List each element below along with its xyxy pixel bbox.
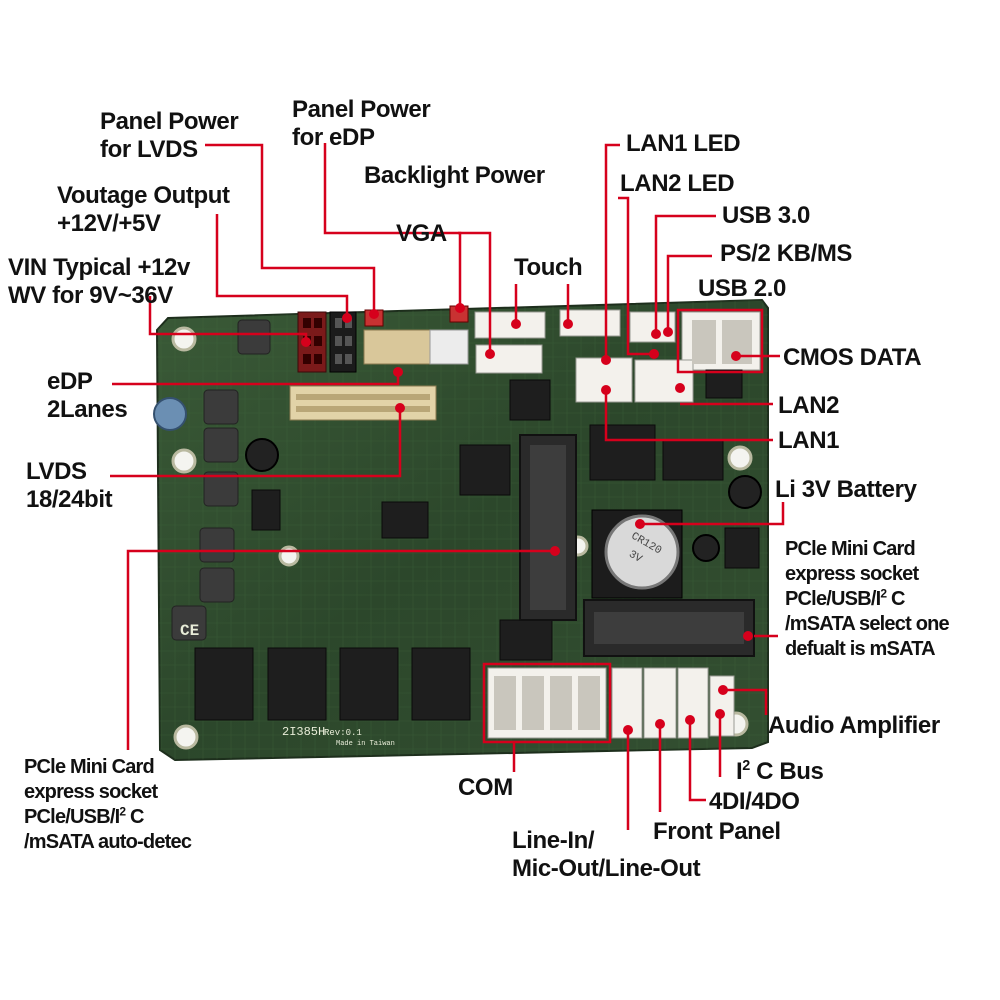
label-vin: VIN Typical +12v WV for 9V~36V: [8, 254, 190, 309]
header-pins: [494, 320, 752, 730]
board-markings: CE 2I385H Rev:0.1 Made in Taiwan: [180, 622, 395, 748]
label-lan1-led: LAN1 LED: [626, 130, 741, 157]
label-edp: eDP 2Lanes: [47, 368, 128, 423]
label-touch: Touch: [514, 254, 583, 281]
inductors: [171, 319, 271, 641]
label-usb30: USB 3.0: [722, 202, 810, 229]
label-pcie-left: PCle Mini Card express socket PCle/USB/I…: [24, 756, 192, 853]
label-cmos-data: CMOS DATA: [783, 344, 922, 371]
label-battery: Li 3V Battery: [775, 476, 917, 503]
label-panel-power-edp: Panel Power for eDP: [292, 96, 431, 151]
leader-lines: [110, 143, 785, 830]
label-backlight-power: Backlight Power: [364, 162, 545, 189]
label-usb20: USB 2.0: [698, 275, 786, 302]
display-headers: [289, 329, 469, 421]
label-ps2: PS/2 KB/MS: [720, 240, 853, 267]
label-i2c-bus: I2 C Bus: [736, 758, 824, 785]
label-pcie-right: PCle Mini Card express socket PCle/USB/I…: [785, 538, 950, 660]
label-lan1: LAN1: [778, 427, 840, 454]
label-lan2: LAN2: [778, 392, 840, 419]
label-4di-4do: 4DI/4DO: [709, 788, 800, 815]
label-vga: VGA: [396, 220, 447, 247]
highlight-boxes: [482, 308, 764, 744]
capacitors: [153, 397, 762, 562]
chips: [194, 369, 760, 721]
label-lan2-led: LAN2 LED: [620, 170, 735, 197]
ce-mark: CE: [180, 622, 199, 640]
label-line-in: Line-In/ Mic-Out/Line-Out: [512, 827, 701, 882]
board-origin: Made in Taiwan: [336, 740, 395, 748]
battery-voltage-marking: 3V: [626, 549, 644, 566]
label-audio-amplifier: Audio Amplifier: [768, 712, 940, 739]
mini-pcie-sockets: [519, 434, 755, 657]
label-lvds: LVDS 18/24bit: [26, 458, 113, 513]
leader-dots: [301, 303, 753, 735]
label-com: COM: [458, 774, 513, 801]
board-model: 2I385H: [282, 725, 325, 739]
label-front-panel: Front Panel: [653, 818, 781, 845]
label-panel-power-lvds: Panel Power for LVDS: [100, 108, 239, 163]
label-voltage-output: Voutage Output +12V/+5V: [57, 182, 230, 237]
board-revision: Rev:0.1: [324, 728, 362, 738]
